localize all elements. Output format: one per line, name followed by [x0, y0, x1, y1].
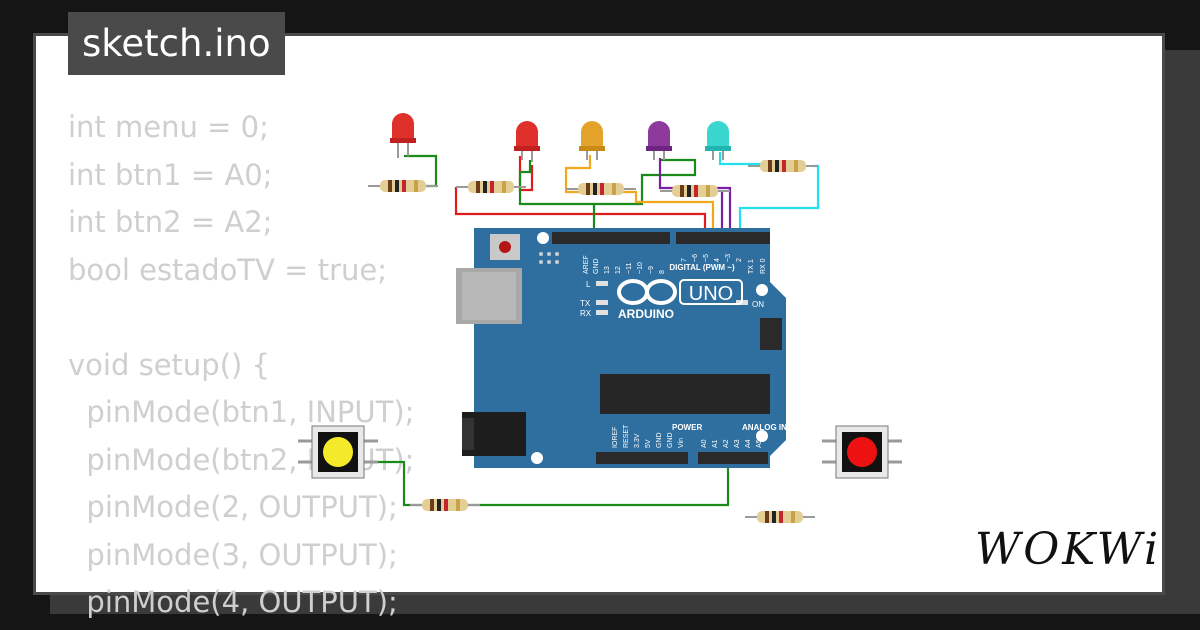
- pin-label: ~10: [637, 262, 644, 274]
- wire-cyan: [718, 152, 767, 166]
- code-line: int btn2 = A2;: [68, 205, 273, 239]
- pin-label: A1: [712, 439, 719, 448]
- pin-label: ~3: [725, 254, 732, 262]
- pin-label: 12: [615, 266, 622, 274]
- code-line: pinMode(2, OUTPUT);: [68, 490, 398, 524]
- pin-label: RESET: [623, 424, 630, 448]
- resistor-1: [367, 179, 439, 193]
- pin-label: 8: [659, 270, 666, 274]
- arduino-infinity-icon: [617, 279, 677, 305]
- pin-label: A3: [734, 439, 741, 448]
- wire-green-purple: [594, 158, 697, 206]
- pin-label: TX 1: [748, 259, 755, 274]
- pin-label: IOREF: [612, 427, 619, 448]
- pin-label: 5V: [645, 439, 652, 448]
- l-label: L: [586, 280, 591, 289]
- led-red-1[interactable]: [390, 113, 416, 158]
- board-logo-text: ARDUINO: [618, 307, 674, 321]
- code-line: pinMode(btn1, INPUT);: [68, 395, 415, 429]
- code-line: bool estadoTV = true;: [68, 252, 387, 287]
- led-yellow[interactable]: [579, 121, 605, 160]
- wokwi-logo: WOKWi: [975, 524, 1162, 575]
- pin-label: GND: [667, 432, 674, 448]
- led-cyan[interactable]: [705, 121, 731, 160]
- resistor-6: [409, 498, 481, 512]
- resistor-5: [747, 159, 819, 173]
- led-purple[interactable]: [646, 121, 672, 160]
- code-line: pinMode(3, OUTPUT);: [68, 537, 398, 572]
- pin-label: GND: [656, 432, 663, 448]
- on-label: ON: [752, 300, 764, 309]
- pin-label: 13: [604, 266, 611, 274]
- pin-label: 4: [714, 258, 721, 262]
- wire-red-pin: [454, 187, 707, 238]
- bottom-pin-labels: IOREF RESET 3.3V 5V GND GND Vin A0 A1 A2…: [612, 424, 763, 448]
- board-model: UNO: [689, 283, 733, 305]
- resistor-3: [565, 182, 637, 196]
- top-pin-labels: AREF GND 13 12 ~11 ~10 ~9 8 7 ~6 ~5 4 ~3…: [583, 254, 767, 274]
- pin-label: 3.3V: [634, 433, 641, 448]
- pushbutton-red[interactable]: [822, 425, 902, 479]
- wire-cyan-pin: [738, 164, 820, 238]
- pin-label: 7: [681, 258, 688, 262]
- file-tab[interactable]: sketch.ino: [68, 12, 285, 75]
- digital-label: DIGITAL (PWM ~): [669, 263, 735, 272]
- code-line: int btn1 = A0;: [68, 157, 273, 192]
- pin-label: A5: [756, 439, 763, 448]
- pin-label: ~5: [703, 254, 710, 262]
- rx-label: RX: [580, 309, 592, 318]
- pin-label: GND: [593, 258, 600, 274]
- pin-label: RX 0: [760, 258, 767, 274]
- code-line: int menu = 0;: [68, 110, 269, 144]
- wire-green-gnd: [518, 160, 596, 238]
- pin-label: 2: [736, 258, 743, 262]
- led-red-2[interactable]: [514, 121, 540, 162]
- code-editor: int menu = 0; int btn1 = A0; int btn2 = …: [68, 104, 414, 627]
- analog-label: ANALOG IN: [742, 423, 787, 432]
- resistor-7: [744, 510, 816, 524]
- pin-label: ~9: [648, 266, 655, 274]
- code-line: pinMode(4, OUTPUT);: [68, 585, 398, 619]
- pin-label: A2: [723, 439, 730, 448]
- power-label: POWER: [672, 423, 702, 432]
- arduino-uno-board[interactable]: UNO ARDUINO DIGITAL (PWM ~) ON L TX RX P…: [456, 228, 787, 468]
- pin-label: ~6: [692, 254, 699, 262]
- code-line: void setup() {: [68, 347, 270, 382]
- pushbutton-yellow[interactable]: [298, 425, 378, 479]
- pin-label: A0: [701, 439, 708, 448]
- pin-label: Vin: [678, 438, 685, 448]
- pin-label: A4: [745, 439, 752, 448]
- pin-label: ~11: [626, 263, 633, 274]
- tx-label: TX: [580, 299, 591, 308]
- resistor-2: [455, 180, 527, 194]
- pin-label: AREF: [583, 255, 590, 274]
- resistor-4: [659, 184, 731, 198]
